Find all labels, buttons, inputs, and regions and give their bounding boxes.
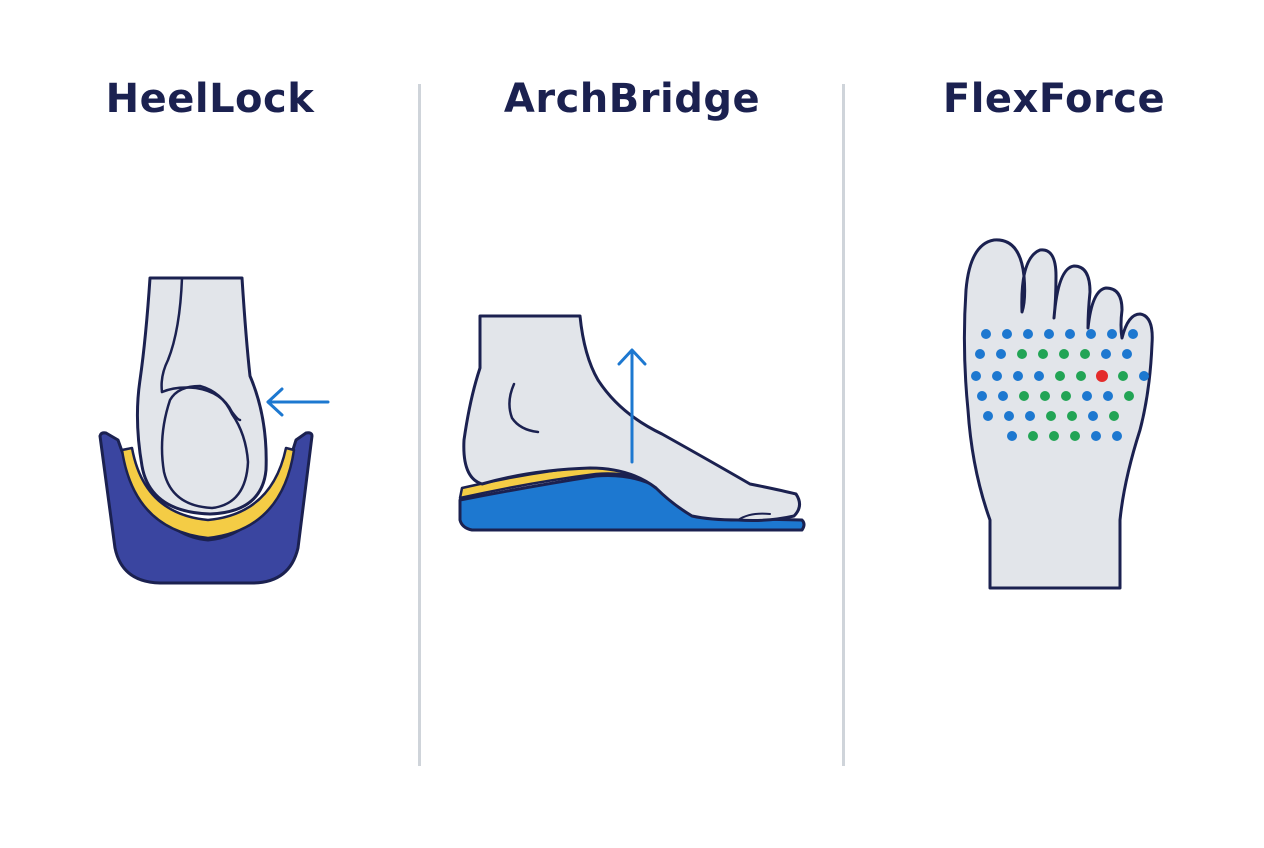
pressure-dot — [1112, 431, 1122, 441]
heel-bone-shape — [160, 384, 250, 510]
arch-support-illustration — [458, 314, 806, 532]
pressure-dot — [1065, 329, 1075, 339]
pressure-dot — [1055, 371, 1065, 381]
heel-cup-illustration — [98, 276, 330, 585]
pressure-dot — [1002, 329, 1012, 339]
pressure-dot — [1013, 371, 1023, 381]
pressure-dot — [1004, 411, 1014, 421]
pressure-dot — [1061, 391, 1071, 401]
pressure-map-illustration — [962, 238, 1154, 590]
pressure-dot — [1076, 371, 1086, 381]
pressure-dot — [1118, 371, 1128, 381]
pressure-dot — [998, 391, 1008, 401]
pressure-dot — [1059, 349, 1069, 359]
panel-heellock: HeelLock — [0, 0, 420, 848]
pressure-dot — [1096, 370, 1108, 382]
pressure-dot — [1122, 349, 1132, 359]
pressure-dot — [1044, 329, 1054, 339]
pressure-dot — [1088, 411, 1098, 421]
pressure-dot — [1086, 329, 1096, 339]
pressure-dot — [1107, 329, 1117, 339]
pressure-dot — [1028, 431, 1038, 441]
pressure-dot — [975, 349, 985, 359]
arrow-left-icon — [266, 387, 284, 417]
pressure-dot — [971, 371, 981, 381]
panel-title-flexforce: FlexForce — [942, 76, 1166, 122]
panel-flexforce: FlexForce — [844, 0, 1264, 848]
heel-cushion-shape — [120, 446, 296, 540]
pressure-dot — [1082, 391, 1092, 401]
pressure-dot — [1070, 431, 1080, 441]
pressure-dot — [1101, 349, 1111, 359]
pressure-dot — [1046, 411, 1056, 421]
pressure-dot — [1139, 371, 1149, 381]
pressure-dot — [977, 391, 987, 401]
pressure-dot — [1091, 431, 1101, 441]
pressure-dot — [1103, 391, 1113, 401]
arrow-up-icon — [617, 348, 647, 366]
pressure-dot — [1067, 411, 1077, 421]
pressure-dot — [1017, 349, 1027, 359]
pressure-dot — [1124, 391, 1134, 401]
panel-archbridge: ArchBridge — [420, 0, 844, 848]
pressure-dot — [1109, 411, 1119, 421]
panel-title-heellock: HeelLock — [105, 76, 315, 122]
pressure-dots — [971, 329, 1149, 441]
pressure-dot — [1025, 411, 1035, 421]
pressure-dot — [1040, 391, 1050, 401]
divider-left — [418, 84, 421, 766]
divider-right — [842, 84, 845, 766]
pressure-dot — [1034, 371, 1044, 381]
pressure-dot — [1049, 431, 1059, 441]
pressure-dot — [1080, 349, 1090, 359]
panel-title-archbridge: ArchBridge — [503, 76, 761, 122]
pressure-dot — [981, 329, 991, 339]
pressure-dot — [1019, 391, 1029, 401]
pressure-dot — [983, 411, 993, 421]
pressure-dot — [1128, 329, 1138, 339]
pressure-dot — [992, 371, 1002, 381]
pressure-dot — [1007, 431, 1017, 441]
pressure-dot — [1038, 349, 1048, 359]
pressure-dot — [1023, 329, 1033, 339]
foot-sole-shape — [962, 238, 1154, 590]
pressure-dot — [996, 349, 1006, 359]
